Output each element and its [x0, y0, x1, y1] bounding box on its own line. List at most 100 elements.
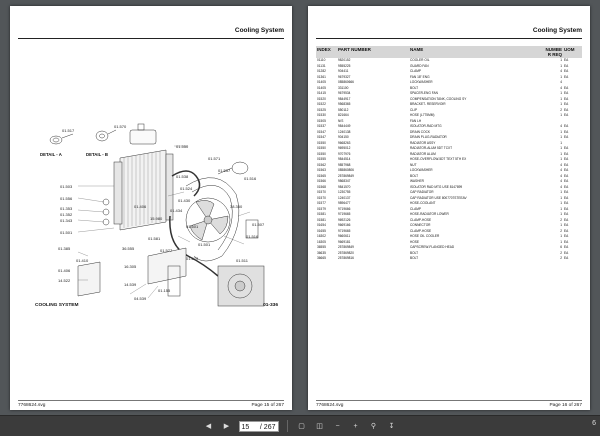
cell-uom: EA — [564, 168, 569, 172]
cell-number-req: 2 — [560, 217, 562, 222]
cell-number-req: 1 — [560, 96, 562, 101]
cell-name: GUARD FAN — [410, 63, 429, 68]
document-viewer[interactable]: Cooling System — [0, 0, 600, 415]
cell-name: FAN LH — [410, 118, 422, 123]
cell-index: 36665 — [317, 256, 326, 260]
cell-part-number: 9707976 — [338, 151, 351, 156]
cell-uom: EA — [564, 201, 569, 205]
cell-part-number: 085860666 — [338, 80, 354, 84]
callout: 01.516 — [244, 176, 257, 181]
zoom-out-button[interactable]: − — [332, 420, 344, 432]
cell-uom: EA — [564, 96, 569, 101]
cell-uom: EA — [564, 157, 569, 161]
cell-part-number: 1240137 — [338, 195, 351, 200]
callout: 01.430 — [178, 198, 191, 203]
download-button[interactable]: ↧ — [386, 420, 398, 432]
cell-name: CAP RADIATOR USE 8007707STEEAV — [410, 195, 467, 200]
callout: 01.352 — [60, 212, 73, 217]
callout: 01.385 — [58, 246, 71, 251]
cell-number-req: 2 — [560, 256, 562, 260]
page-number-input[interactable]: 15 / 267 — [238, 420, 279, 432]
diagram-caption: COOLING SYSTEM — [35, 303, 79, 308]
cell-name: HOSE-RADIATOR LOWER — [410, 212, 449, 216]
cell-part-number: 9844449 — [338, 124, 351, 128]
fit-page-button[interactable]: ▢ — [296, 420, 308, 432]
cell-part-number: 1230755 — [338, 190, 351, 194]
cell-number-req: 1 — [560, 135, 562, 139]
cell-part-number: 9660611 — [338, 234, 351, 238]
cell-uom: EA — [564, 63, 569, 68]
title-rule — [316, 38, 582, 39]
footer-filename: 7768624.svg — [18, 403, 46, 408]
previous-page-button[interactable]: ◀ — [203, 420, 215, 432]
cell-name: BOLT — [410, 85, 419, 90]
cell-uom: EA — [564, 151, 569, 156]
cell-number-req: 4 — [560, 179, 562, 183]
toolbar-divider — [286, 420, 288, 432]
cell-part-number: 257869849 — [338, 245, 354, 249]
cell-part-number: 550112 — [338, 107, 349, 112]
callout: 01.579 — [186, 256, 199, 261]
cell-number-req: 1 — [560, 157, 562, 161]
cell-name: ISOLATOR-RAD MTG — [410, 124, 442, 128]
footer-rule — [18, 400, 284, 401]
cell-uom: EA — [564, 239, 569, 244]
cell-name: FAN 18" ENG — [410, 74, 430, 79]
cell-uom: EA — [564, 85, 569, 90]
column-header-index: INDEX — [316, 46, 337, 58]
cell-name: HOSE-COOLANT — [410, 201, 436, 205]
cell-part-number: 1240138 — [338, 129, 351, 134]
zoom-in-button[interactable]: + — [350, 420, 362, 432]
current-page-value: 15 — [241, 423, 250, 431]
page-title: Cooling System — [532, 27, 582, 34]
cell-number-req: 1 — [560, 58, 562, 62]
cell-number-req: 6 — [560, 245, 562, 249]
search-button[interactable]: ⚲ — [368, 420, 380, 432]
cell-uom: EA — [564, 217, 569, 222]
cell-index: 01405 — [317, 80, 326, 84]
cell-name: BOLT — [410, 173, 419, 178]
cell-number-req: 2 — [560, 228, 562, 233]
cell-part-number: 9844514 — [338, 157, 351, 161]
cell-number-req: 1 — [560, 151, 562, 156]
callout: 01.501 — [60, 230, 73, 235]
next-page-button[interactable]: ▶ — [221, 420, 233, 432]
cell-name: ISOLATOR RAD MTG USE 8147899 — [410, 184, 463, 189]
cell-name: NUT — [410, 162, 417, 167]
cell-name: DRAIN COCK — [410, 129, 431, 134]
cell-number-req: 1 — [560, 223, 562, 227]
cell-part-number: 821664 — [338, 113, 349, 117]
cell-name: CLAMP-HOSE — [410, 228, 432, 233]
cell-name: LOCKWASHER — [410, 80, 433, 84]
cell-name: BOLT — [410, 256, 419, 260]
cell-name: HOSE (L775MM) — [410, 113, 435, 117]
cell-uom: EA — [564, 256, 569, 260]
cell-name: WASHER — [410, 179, 424, 183]
cell-index: 16305 — [317, 239, 326, 244]
cell-index: 01550 — [317, 151, 326, 156]
callout: 01.550 — [176, 144, 189, 149]
total-pages-label: / 267 — [259, 423, 276, 431]
cell-uom: EA — [564, 91, 569, 95]
cell-index: 01282 — [317, 69, 326, 73]
cell-index: 01361 — [317, 74, 326, 79]
two-page-view-button[interactable]: ◫ — [314, 420, 326, 432]
cell-number-req: 1 — [560, 74, 562, 79]
search-icon: ⚲ — [370, 423, 377, 430]
footer-rule — [316, 400, 582, 401]
cell-part-number: 9692126 — [338, 217, 351, 222]
cell-name: RADIATOR-ALUM 5DT TCXT — [410, 146, 453, 150]
callout: 01.577 — [160, 248, 173, 253]
